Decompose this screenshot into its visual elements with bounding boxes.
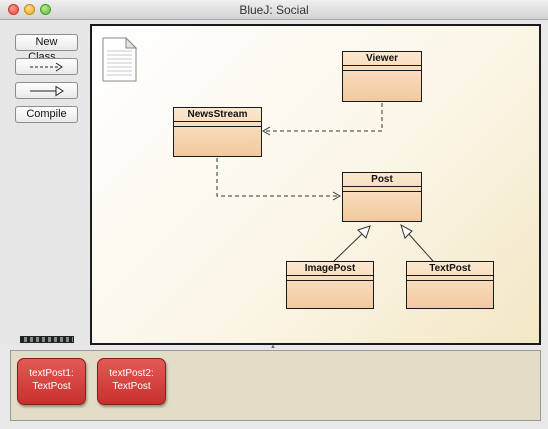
close-window-button[interactable] <box>8 4 19 15</box>
object-textpost1-name: textPost1: <box>29 368 74 379</box>
class-viewer-name: Viewer <box>343 52 421 66</box>
class-textpost-name: TextPost <box>407 262 493 276</box>
object-textpost2-type: TextPost <box>112 381 151 392</box>
class-imagepost[interactable]: ImagePost <box>286 261 374 309</box>
window-title: BlueJ: Social <box>239 3 309 17</box>
class-imagepost-fields <box>287 276 373 281</box>
title-bar: BlueJ: Social <box>0 0 548 20</box>
object-textpost1[interactable]: textPost1: TextPost <box>17 358 86 405</box>
inheritance-arrow-button[interactable] <box>15 82 78 99</box>
viewer-uses-newsstream-arrow <box>263 103 383 132</box>
uses-arrow-button[interactable] <box>15 58 78 75</box>
class-newsstream-fields <box>174 122 261 127</box>
dashed-arrow-icon <box>30 62 63 72</box>
zoom-window-button[interactable] <box>40 4 51 15</box>
imagepost-extends-post-arrow <box>333 231 365 262</box>
object-textpost2-name: textPost2: <box>109 368 154 379</box>
class-post-fields <box>343 187 421 192</box>
class-viewer[interactable]: Viewer <box>342 51 422 102</box>
class-imagepost-name: ImagePost <box>287 262 373 276</box>
textpost-extends-post-arrow <box>406 231 434 262</box>
object-bench <box>10 350 541 421</box>
class-post-name: Post <box>343 173 421 187</box>
class-textpost[interactable]: TextPost <box>406 261 494 309</box>
class-post[interactable]: Post <box>342 172 422 222</box>
class-newsstream-name: NewsStream <box>174 108 261 122</box>
class-textpost-fields <box>407 276 493 281</box>
compile-button[interactable]: Compile <box>15 106 78 123</box>
machine-status-indicator[interactable] <box>20 336 74 343</box>
object-textpost1-type: TextPost <box>32 381 71 392</box>
object-textpost2[interactable]: textPost2: TextPost <box>97 358 166 405</box>
newsstream-uses-post-arrow <box>216 158 340 197</box>
inheritance-arrow-icon <box>30 85 64 97</box>
minimize-window-button[interactable] <box>24 4 35 15</box>
class-newsstream[interactable]: NewsStream <box>173 107 262 157</box>
readme-document-icon[interactable] <box>102 37 138 83</box>
class-viewer-fields <box>343 66 421 71</box>
splitter-grip-icon[interactable]: ▲ <box>270 344 276 350</box>
